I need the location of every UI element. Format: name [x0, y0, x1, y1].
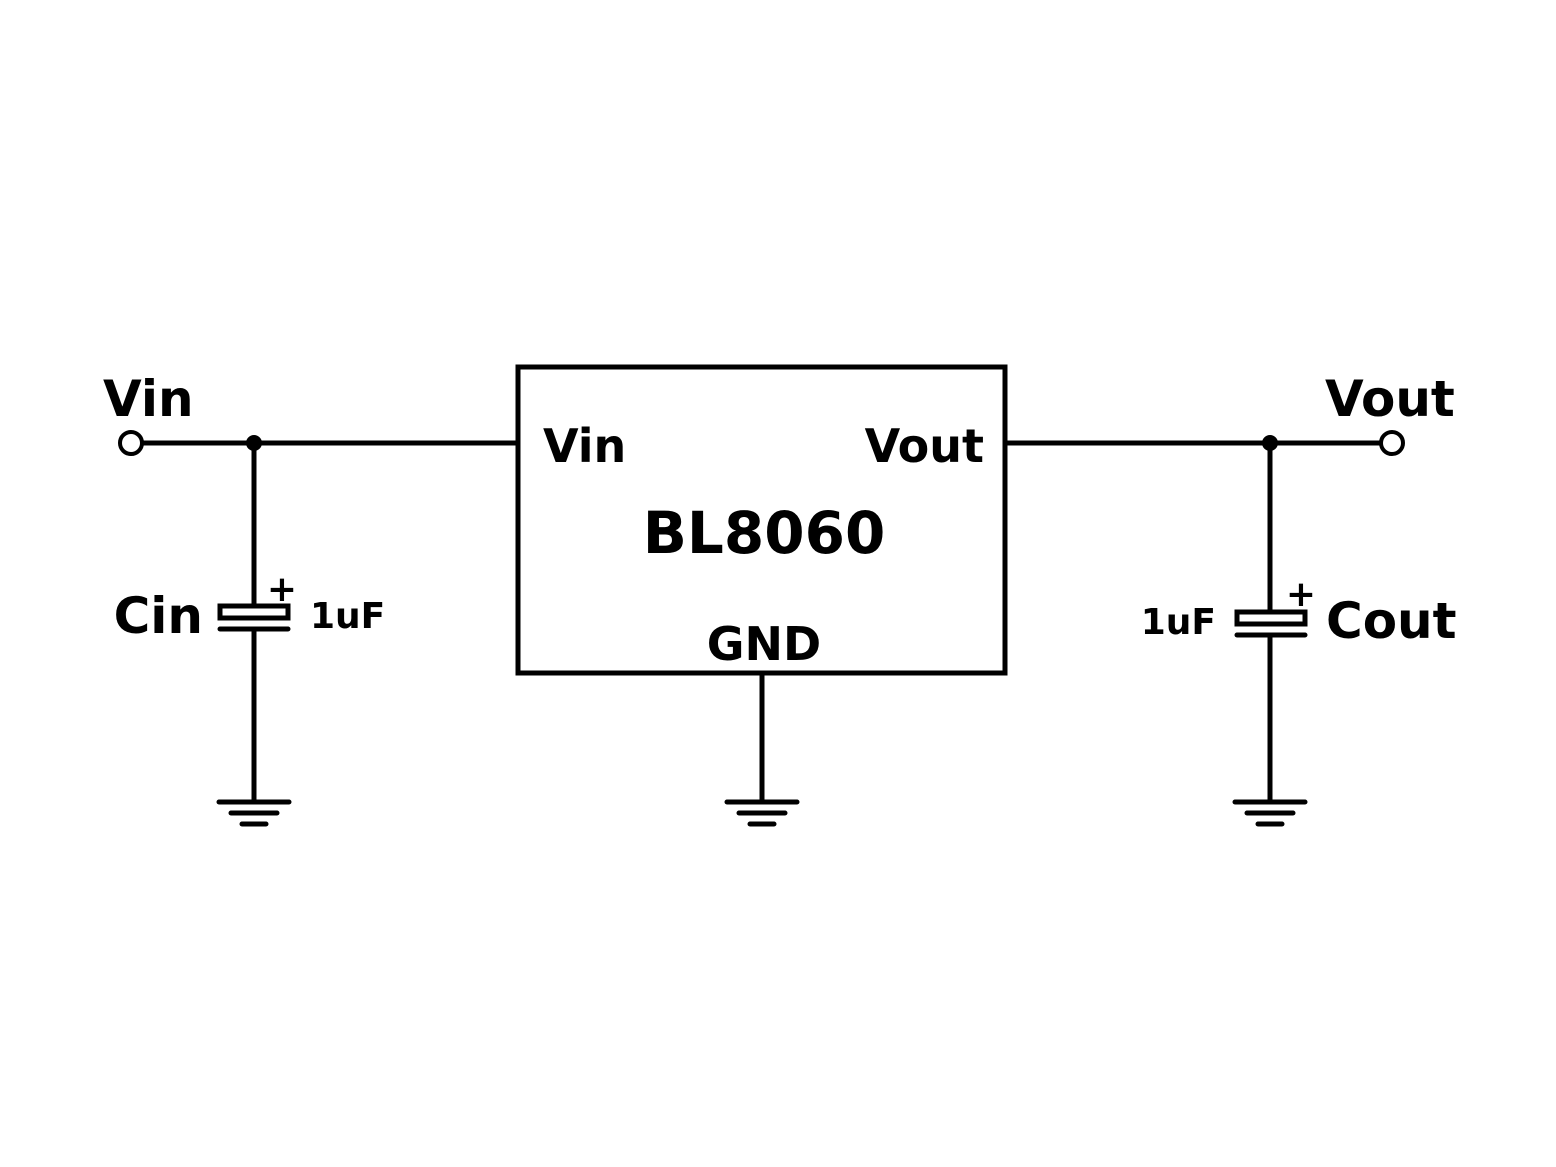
ground-icon: [724, 799, 800, 827]
ic-pin-vin-label: Vin: [543, 419, 626, 473]
cout-polarity-mark: +: [1286, 574, 1316, 615]
ground-icon: [1232, 799, 1308, 827]
ic-pin-gnd-label: GND: [707, 617, 821, 671]
output-terminal-label: Vout: [1325, 370, 1455, 428]
ground-icon: [216, 799, 292, 827]
cin-name-label: Cin: [114, 587, 203, 645]
input-terminal: [118, 430, 144, 456]
cout-name-label: Cout: [1326, 592, 1457, 650]
ic-pin-vout-label: Vout: [865, 419, 984, 473]
cout-positive-plate: [1234, 609, 1308, 627]
ic-part-number: BL8060: [643, 499, 886, 567]
cin-value-label: 1uF: [310, 596, 385, 637]
output-terminal: [1379, 430, 1405, 456]
cin-polarity-mark: +: [267, 569, 297, 610]
cout-value-label: 1uF: [1141, 602, 1216, 643]
cin-positive-plate: [217, 603, 291, 621]
input-terminal-label: Vin: [103, 370, 194, 428]
